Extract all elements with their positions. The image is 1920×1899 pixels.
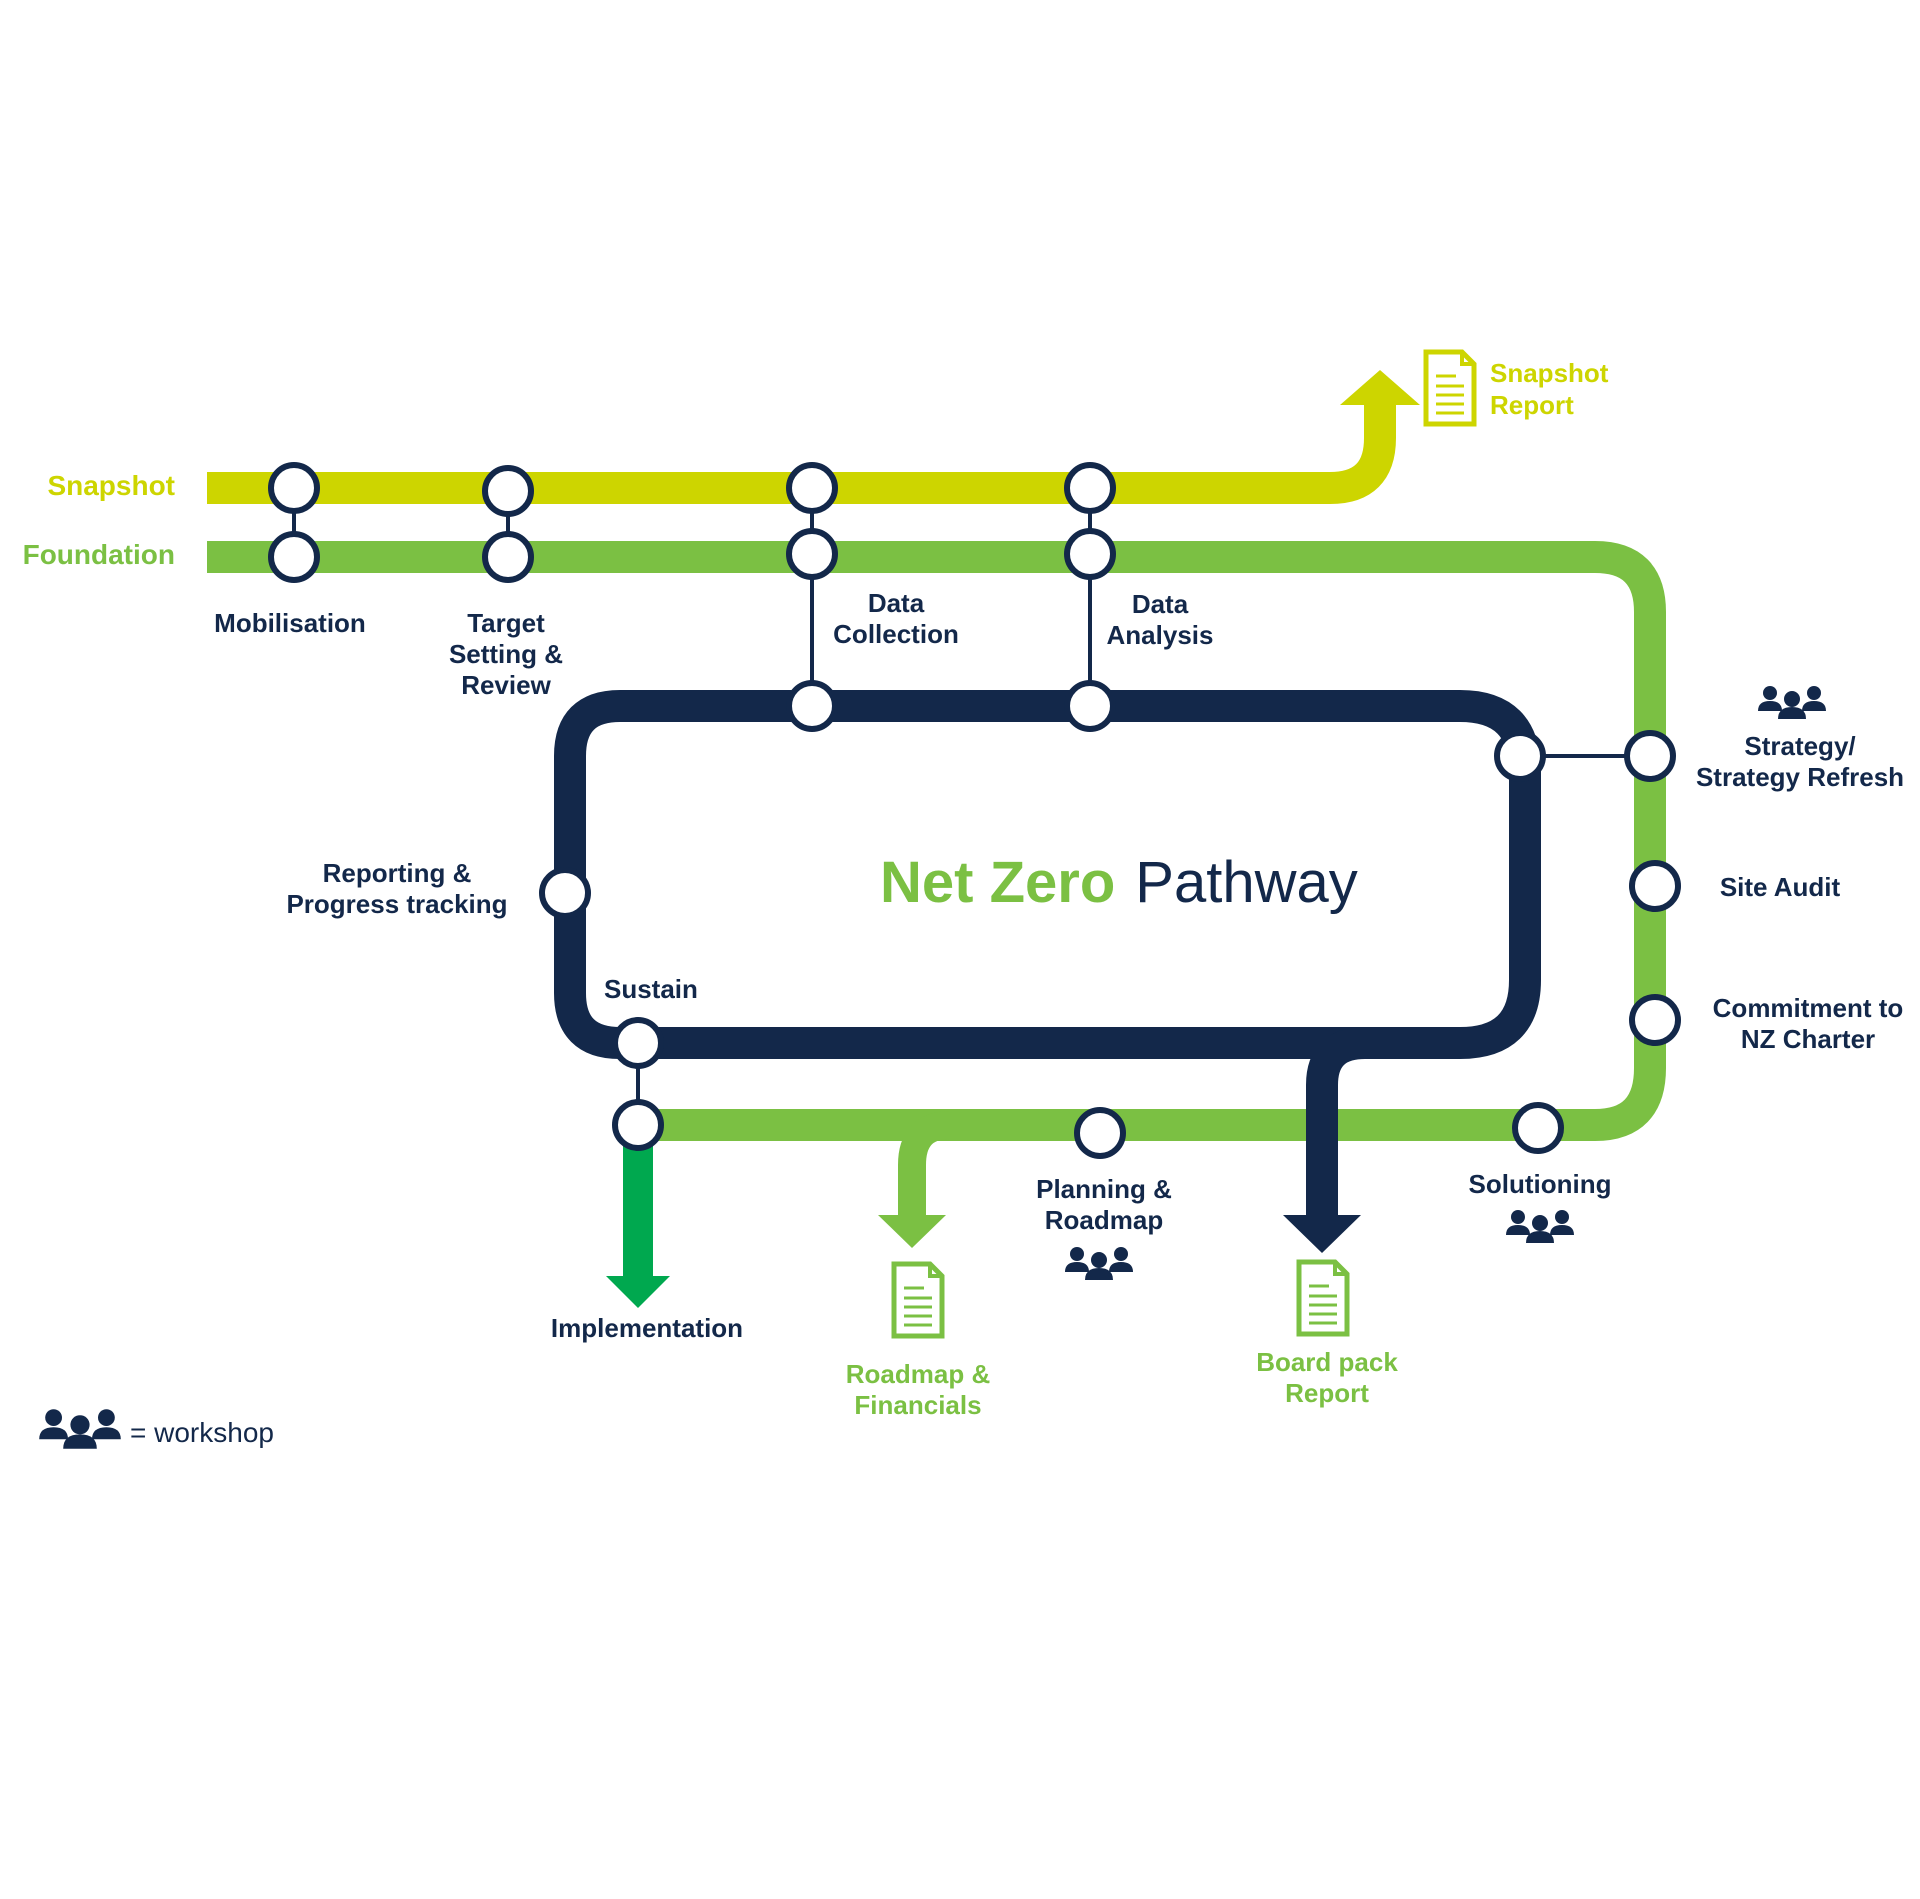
snapshot-line [207, 400, 1396, 504]
label-data-collection-1: Data [868, 588, 925, 618]
roadmap-branch [898, 1111, 951, 1220]
station-site-audit[interactable] [1629, 860, 1681, 912]
title-pathway: Pathway [1135, 850, 1357, 915]
station-strategy-foundation[interactable] [1624, 730, 1676, 782]
label-snapshot-report-1: Snapshot [1490, 358, 1609, 388]
label-strategy-1: Strategy/ [1744, 731, 1855, 761]
station-target-foundation[interactable] [482, 531, 534, 583]
label-target-2: Setting & [449, 639, 563, 669]
board-pack-branch [1306, 1027, 1366, 1220]
label-solutioning: Solutioning [1469, 1169, 1612, 1199]
page-title: Net Zero Pathway [880, 850, 1358, 915]
label-snapshot-report-2: Report [1490, 390, 1574, 420]
label-implementation: Implementation [551, 1313, 743, 1343]
station-planning[interactable] [1074, 1107, 1126, 1159]
station-data-collection-foundation[interactable] [786, 528, 838, 580]
station-strategy-sustain[interactable] [1494, 730, 1546, 782]
sustain-line-label: Sustain [604, 974, 698, 1004]
label-site-audit: Site Audit [1720, 872, 1841, 902]
station-commitment[interactable] [1629, 994, 1681, 1046]
label-data-analysis-2: Analysis [1107, 620, 1214, 650]
station-target-snapshot[interactable] [482, 465, 534, 517]
legend-workshop-icon [39, 1409, 121, 1449]
legend-text: = workshop [130, 1417, 274, 1448]
station-solutioning[interactable] [1512, 1102, 1564, 1154]
label-board-pack-2: Report [1285, 1378, 1369, 1408]
label-data-analysis-1: Data [1132, 589, 1189, 619]
roadmap-arrow [878, 1215, 946, 1248]
board-pack-arrow [1283, 1215, 1361, 1253]
station-data-analysis-foundation[interactable] [1064, 528, 1116, 580]
station-implementation[interactable] [612, 1099, 664, 1151]
station-mobilisation-snapshot[interactable] [268, 462, 320, 514]
title-net-zero: Net Zero [880, 850, 1115, 915]
label-planning-1: Planning & [1036, 1174, 1172, 1204]
roadmap-document-icon [894, 1264, 942, 1336]
workshop-icon-solutioning [1506, 1210, 1574, 1243]
label-data-collection-2: Collection [833, 619, 959, 649]
label-planning-2: Roadmap [1045, 1205, 1163, 1235]
station-mobilisation-foundation[interactable] [268, 531, 320, 583]
station-reporting[interactable] [539, 867, 591, 919]
label-mobilisation: Mobilisation [214, 608, 366, 638]
implementation-arrow [606, 1276, 670, 1308]
snapshot-report-document-icon [1426, 352, 1474, 424]
station-data-collection-snapshot[interactable] [786, 462, 838, 514]
label-reporting-1: Reporting & [323, 858, 472, 888]
snapshot-line-label: Snapshot [47, 470, 175, 501]
label-commitment-1: Commitment to [1713, 993, 1904, 1023]
label-roadmap-2: Financials [854, 1390, 981, 1420]
label-target-3: Review [461, 670, 551, 700]
station-sustain[interactable] [612, 1017, 664, 1069]
label-commitment-2: NZ Charter [1741, 1024, 1875, 1054]
station-data-analysis-sustain[interactable] [1064, 680, 1116, 732]
board-pack-document-icon [1299, 1262, 1347, 1334]
label-strategy-2: Strategy Refresh [1696, 762, 1904, 792]
snapshot-report-arrow [1340, 370, 1420, 405]
label-reporting-2: Progress tracking [286, 889, 507, 919]
label-roadmap-1: Roadmap & [846, 1359, 990, 1389]
workshop-icon-strategy [1758, 686, 1826, 719]
station-data-collection-sustain[interactable] [786, 680, 838, 732]
foundation-line [207, 541, 1666, 1141]
label-target-1: Target [467, 608, 545, 638]
station-data-analysis-snapshot[interactable] [1064, 462, 1116, 514]
foundation-line-label: Foundation [23, 539, 175, 570]
workshop-icon-planning [1065, 1247, 1133, 1280]
label-board-pack-1: Board pack [1256, 1347, 1398, 1377]
